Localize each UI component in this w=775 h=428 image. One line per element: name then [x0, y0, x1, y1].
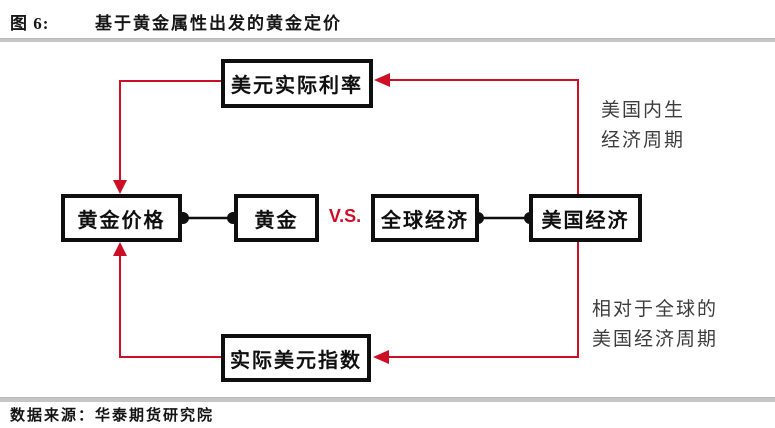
- arrowhead-left-icon: [374, 73, 390, 87]
- arrow-us-economy-to-real-rate: [374, 73, 579, 194]
- top-divider: [0, 38, 775, 42]
- annotation-us-relative-cycle: 相对于全球的 美国经济周期: [592, 295, 718, 355]
- node-label: 全球经济: [381, 209, 469, 232]
- annotation-line: 美国经济周期: [592, 329, 719, 350]
- node-real-interest-rate: 美元实际利率: [221, 59, 373, 108]
- arrow-line: [119, 255, 221, 358]
- node-us-economy: 美国经济: [529, 194, 642, 242]
- connector-gold-price-gold: [177, 212, 239, 224]
- arrowhead-up-icon: [113, 242, 127, 256]
- node-global-economy: 全球经济: [371, 194, 479, 242]
- node-gold: 黄金: [234, 194, 319, 242]
- node-label: 黄金价格: [77, 209, 166, 232]
- node-label: 黄金: [254, 209, 299, 232]
- arrow-line: [119, 80, 221, 181]
- connector-global-economy-us-economy: [472, 212, 536, 224]
- arrowhead-down-icon: [113, 180, 127, 194]
- node-gold-price: 黄金价格: [61, 194, 182, 242]
- annotation-line: 经济周期: [601, 130, 686, 151]
- figure-number-label: 图 6:: [10, 14, 50, 33]
- bottom-divider: [0, 397, 775, 402]
- arrow-line: [390, 79, 579, 194]
- node-label: 美元实际利率: [231, 75, 363, 97]
- arrow-us-economy-to-real-dollar-index: [373, 242, 579, 364]
- arrow-real-rate-to-gold-price: [113, 80, 221, 194]
- figure-title: 基于黄金属性出发的黄金定价: [95, 14, 342, 33]
- annotation-line: 美国内生: [601, 100, 686, 121]
- node-real-dollar-index: 实际美元指数: [221, 334, 371, 382]
- arrowhead-left-icon: [373, 350, 389, 364]
- node-label: 美国经济: [541, 209, 630, 232]
- node-label: 实际美元指数: [230, 349, 362, 372]
- data-source: 数据来源：华泰期货研究院: [10, 408, 215, 424]
- versus-label: V.S.: [328, 206, 362, 226]
- annotation-line: 相对于全球的: [592, 299, 719, 320]
- arrow-real-dollar-index-to-gold-price: [113, 242, 221, 358]
- annotation-us-endogenous-cycle: 美国内生 经济周期: [601, 96, 685, 156]
- arrow-line: [389, 242, 579, 358]
